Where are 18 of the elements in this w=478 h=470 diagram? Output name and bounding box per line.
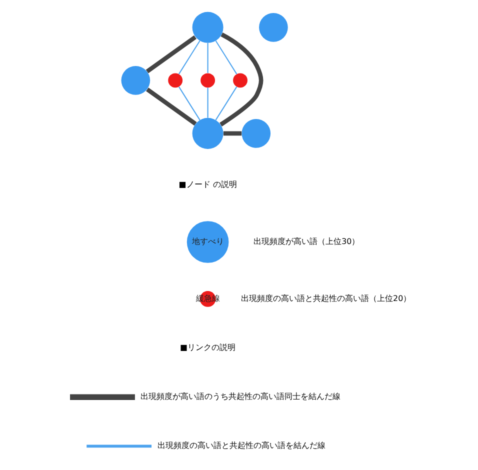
node-circle — [192, 11, 224, 42]
connector — [223, 130, 242, 136]
connector — [178, 86, 200, 120]
connector — [215, 40, 238, 74]
node-circle — [242, 118, 271, 148]
connector — [215, 86, 238, 120]
node-circle — [259, 12, 288, 42]
node-circle — [168, 72, 183, 88]
node-circle — [192, 117, 224, 148]
connector — [178, 40, 200, 74]
connector — [207, 42, 208, 72]
node-circle — [121, 65, 150, 94]
connector — [146, 87, 197, 126]
connector — [207, 87, 208, 118]
node-circle — [233, 72, 248, 88]
connector — [220, 32, 264, 126]
connector — [146, 34, 196, 73]
node-circle — [200, 72, 216, 88]
